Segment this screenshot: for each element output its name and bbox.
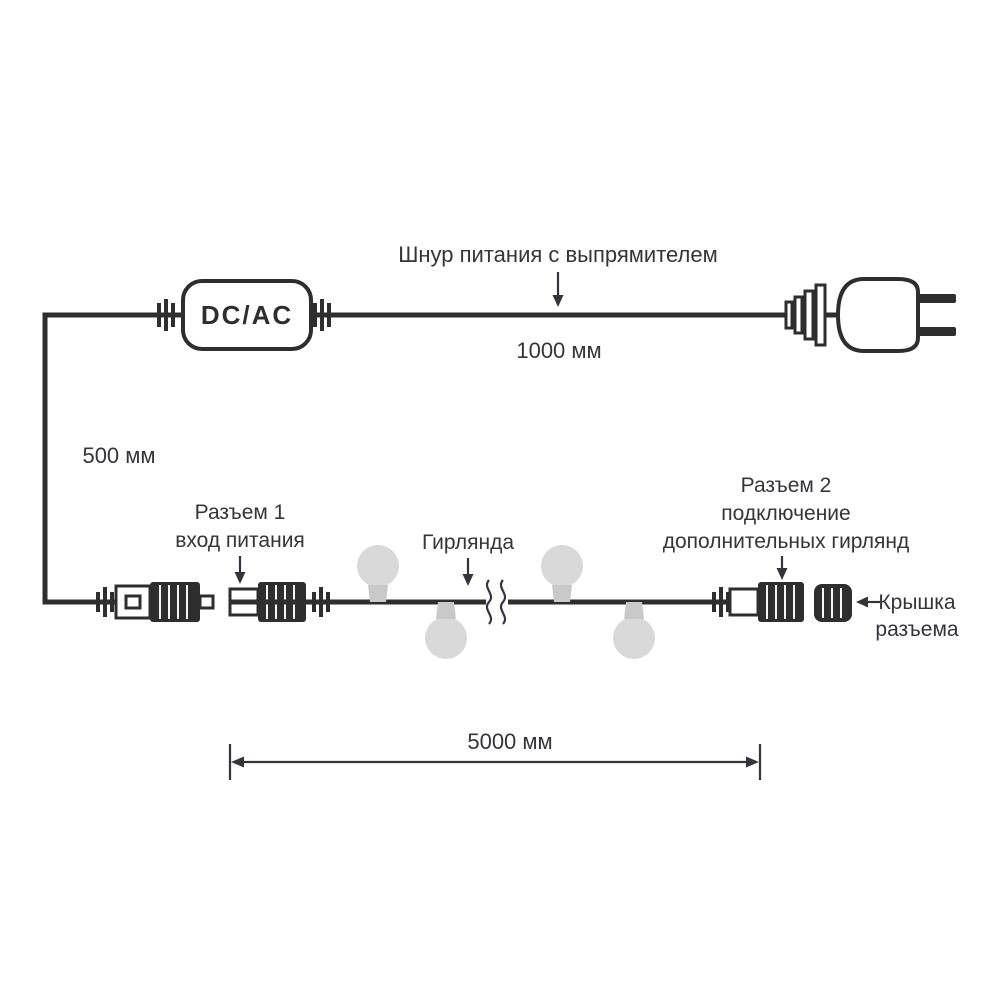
rib xyxy=(814,283,827,347)
arrow-left-icon xyxy=(856,596,868,608)
connector2-label-title: Разъем 2 xyxy=(741,474,832,497)
garland-string xyxy=(230,545,762,659)
bulb-down xyxy=(613,602,655,659)
arrow-down-icon xyxy=(234,572,246,584)
bulb-up xyxy=(541,545,583,602)
break-squiggle xyxy=(499,579,507,625)
bulb-down xyxy=(425,602,467,659)
connector2-assembly xyxy=(712,582,852,622)
connector2-nut xyxy=(758,582,804,622)
bulb xyxy=(613,617,655,659)
length-1000-label: 1000 мм xyxy=(516,338,601,363)
bulb-socket xyxy=(624,602,644,619)
rib xyxy=(793,295,804,335)
length-5000-label: 5000 мм xyxy=(467,729,552,754)
rib xyxy=(327,303,331,327)
cap-annotation: Крышка разъема xyxy=(856,591,959,641)
rib xyxy=(320,299,324,331)
bulb-socket xyxy=(368,585,388,602)
connector2-label-line3: дополнительных гирлянд xyxy=(663,530,910,553)
connector1-male-latch xyxy=(124,594,142,610)
connector1-annotation: Разъем 1 вход питания xyxy=(175,501,305,584)
connector2-label-line2: подключение xyxy=(721,502,850,525)
arrow-left-icon xyxy=(231,756,244,768)
cable-break-icon xyxy=(485,579,507,625)
plug-body xyxy=(835,277,920,353)
rib xyxy=(110,592,114,612)
rib xyxy=(712,592,716,612)
power-cord-label: Шнур питания с выпрямителем xyxy=(398,242,718,267)
rib xyxy=(157,303,161,327)
converter-strain-relief-right xyxy=(313,299,331,331)
cap-label-line2: разъема xyxy=(875,618,959,641)
bulb-up xyxy=(357,545,399,602)
rib xyxy=(313,303,317,327)
bulb xyxy=(357,545,399,587)
arrow-right-icon xyxy=(746,756,759,768)
break-squiggle xyxy=(485,579,493,625)
rib xyxy=(171,303,175,327)
rib xyxy=(803,289,815,341)
garland-label: Гирлянда xyxy=(422,531,514,554)
bulb xyxy=(425,617,467,659)
converter-strain-relief-left xyxy=(157,299,175,331)
arrow-down-icon xyxy=(462,574,474,586)
connector1-label-title: Разъем 1 xyxy=(195,501,286,524)
plug-strain-relief xyxy=(784,283,827,347)
bulb-socket xyxy=(436,602,456,619)
rib xyxy=(784,300,794,330)
rib xyxy=(726,592,730,612)
power-plug xyxy=(835,277,956,353)
bulb xyxy=(541,545,583,587)
rib xyxy=(164,299,168,331)
rib xyxy=(96,592,100,612)
connector1-male-nut xyxy=(150,582,200,622)
power-cord-annotation: Шнур питания с выпрямителем 1000 мм xyxy=(398,242,718,363)
connector1-male xyxy=(96,582,215,622)
dimension-5000: 5000 мм xyxy=(228,729,762,780)
length-500-label: 500 мм xyxy=(82,443,155,468)
connector2-annotation: Разъем 2 подключение дополнительных гирл… xyxy=(663,474,910,580)
lead-cable xyxy=(42,312,186,605)
power-cord-assembly: DC/AC xyxy=(42,277,956,605)
bulb-socket xyxy=(552,585,572,602)
connector1-pin xyxy=(198,594,215,610)
arrow-down-icon xyxy=(776,568,788,580)
connector1-label-subtitle: вход питания xyxy=(175,529,305,552)
arrow-down-icon xyxy=(552,295,564,307)
connector2-body xyxy=(728,587,760,617)
garland-annotation: Гирлянда xyxy=(422,531,514,586)
rib xyxy=(103,587,107,617)
dcac-converter-box xyxy=(181,279,313,351)
plug-pin-top xyxy=(916,294,956,303)
cap-label-line1: Крышка xyxy=(878,591,956,614)
dcac-label: DC/AC xyxy=(201,300,293,330)
plug-pin-bottom xyxy=(916,327,956,336)
connector-cap xyxy=(814,584,852,622)
rib xyxy=(719,587,723,617)
